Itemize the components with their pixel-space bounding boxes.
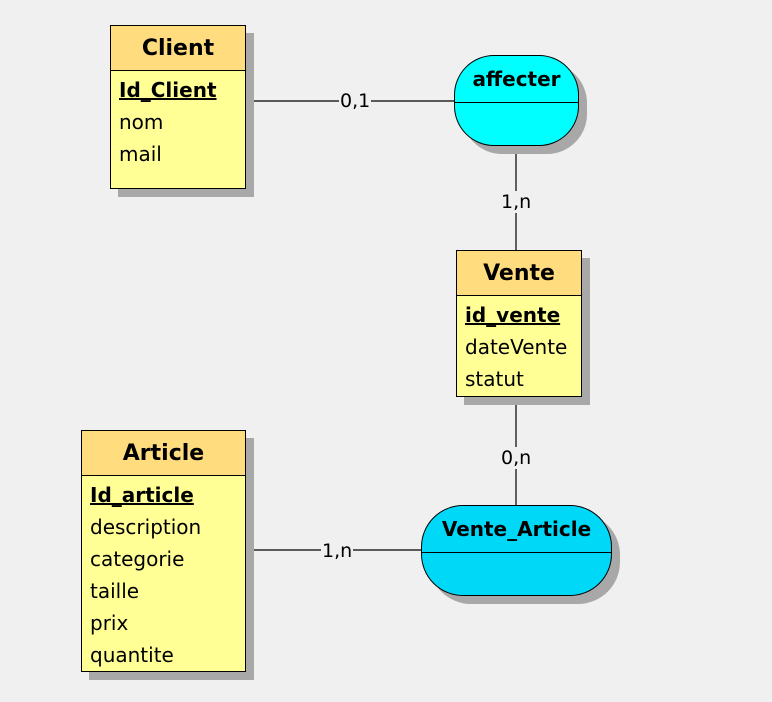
association-affecter-name: affecter [455,56,578,103]
association-affecter[interactable]: affecter [454,55,579,146]
association-vente-article[interactable]: Vente_Article [421,505,612,596]
client-attribute: nom [119,110,164,134]
cardinality-affecter-vente: 1,n [500,191,533,213]
entity-client[interactable]: Client Id_Client nom mail [110,25,246,189]
article-key-attribute: Id_article [90,483,194,507]
article-attribute: prix [90,611,129,635]
entity-vente[interactable]: Vente id_vente dateVente statut [456,250,582,397]
article-attribute: description [90,515,202,539]
cardinality-article-vente-article: 1,n [321,540,354,562]
vente-attribute: statut [465,367,524,391]
client-attribute: mail [119,142,162,166]
client-key-attribute: Id_Client [119,78,217,102]
entity-client-title: Client [111,26,245,71]
entity-vente-title: Vente [457,251,581,296]
entity-article[interactable]: Article Id_article description categorie… [81,430,246,672]
article-attribute: quantite [90,643,174,667]
cardinality-client-affecter: 0,1 [339,90,372,112]
association-vente-article-name: Vente_Article [422,506,611,553]
vente-attribute: dateVente [465,335,568,359]
article-attribute: categorie [90,547,185,571]
vente-key-attribute: id_vente [465,303,561,327]
cardinality-vente-vente-article: 0,n [500,447,533,469]
entity-article-title: Article [82,431,245,476]
article-attribute: taille [90,579,140,603]
